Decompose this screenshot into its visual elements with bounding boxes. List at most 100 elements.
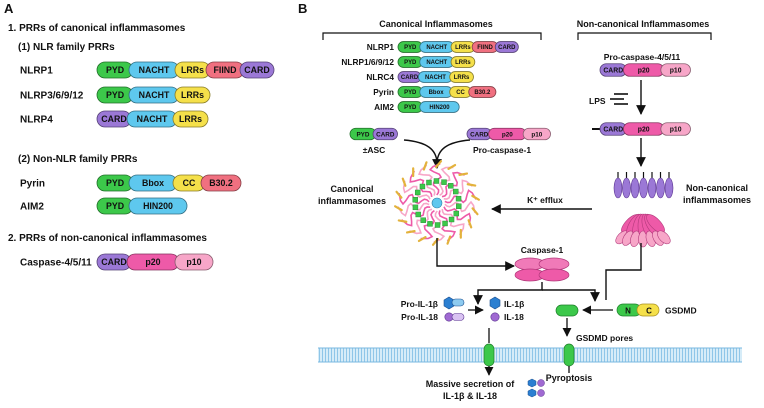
oligomer-subunit [630, 172, 640, 199]
panel-a-domain-lrrs: LRRs [172, 110, 209, 128]
oligomer-subunit [639, 172, 648, 199]
oligomer-subunit [656, 172, 665, 199]
pro-il-18-icon [444, 312, 465, 322]
procasp1-domain-label: p20 [502, 131, 513, 138]
panel-a-domain-label: LRRs [181, 65, 204, 75]
mini-domain-nacht: NACHT [419, 56, 455, 68]
pyroptosis-label: Pyroptosis [546, 373, 593, 383]
casp4-domain-card: CARD [599, 63, 627, 77]
panel-a-domain-p10: p10 [174, 253, 214, 271]
gsdmd-pore-left [483, 343, 495, 367]
mini-domain-fiind: FIIND [471, 41, 499, 53]
panel-a-domain-label: Bbox [142, 178, 164, 188]
mini-domain-label: PYD [404, 45, 417, 51]
casp4-domain-p20: p20 [623, 63, 665, 77]
panel-b: B Canonical Inflammasomes Non-canonical … [298, 1, 751, 401]
pro-il-1b-label: Pro-IL-1β [401, 299, 438, 309]
wheel-spoke [444, 200, 479, 216]
pro-il-18-label: Pro-IL-18 [401, 312, 438, 322]
pro-caspase-1-label: Pro-caspase-1 [473, 145, 531, 155]
mini-domain-pyd: PYD [397, 41, 423, 53]
casp4-domain-p10: p10 [660, 63, 691, 77]
panel-a-domain-label: B30.2 [209, 178, 233, 188]
mini-domain-label: CC [456, 90, 465, 96]
canonical-inflammasome-wheel [394, 160, 480, 246]
panel-a-domain-card: CARD [239, 61, 275, 79]
casp4-domain-label: p10 [670, 67, 682, 74]
mini-domain-label: LRRs [455, 60, 471, 66]
wheel-spoke [397, 206, 431, 227]
panel-a-domain-card: CARD [96, 253, 132, 271]
panel-b-letter: B [298, 1, 307, 16]
panel-a-domain-fiind: FIIND [205, 61, 245, 79]
panel-a-domain-label: NACHT [139, 90, 170, 100]
mini-domain-cc: CC [449, 86, 472, 98]
oligomer-p10-lobe [657, 230, 671, 245]
procasp1-domain-label: p10 [531, 131, 542, 138]
mini-domain-label: Bbox [429, 90, 445, 96]
panel-a-domain-label: PYD [106, 201, 124, 211]
mini-domain-lrrs: LRRs [450, 41, 476, 53]
panel-a-section1-title: 1. PRRs of canonical inflammasomes [8, 23, 186, 34]
mini-domain-label: LRRs [454, 75, 470, 81]
canonical-sensor-label: NLRP1 [367, 42, 395, 52]
wheel-spoke [441, 171, 469, 198]
canonical-bracket [322, 32, 542, 40]
gsdmd-c-label: C [646, 307, 652, 316]
gsdmd-pore-right [563, 343, 575, 367]
mini-domain-lrrs: LRRs [449, 71, 474, 83]
canonical-sensor-label: AIM2 [374, 102, 394, 112]
noncanonical-complex-label-2: inflammasomes [683, 195, 751, 205]
secretion-label-1: Massive secretion of [426, 379, 516, 389]
mini-domain-label: LRRs [455, 45, 471, 51]
merge-arrow-left [403, 139, 438, 163]
panel-a-domain-label: CARD [101, 114, 126, 124]
il-1b-label: IL-1β [504, 299, 524, 309]
pro-il-1b-icon [443, 296, 465, 310]
panel-a-domain-nacht: NACHT [128, 86, 180, 104]
il-18-label: IL-18 [504, 312, 524, 322]
mini-domain-label: NACHT [426, 45, 447, 51]
mini-domain-label: NACHT [426, 60, 447, 66]
panel-a-domain-bbox: Bbox [128, 174, 178, 192]
canonical-complex-label-2: inflammasomes [318, 196, 386, 206]
panel-a-domain-p20: p20 [126, 253, 180, 271]
mini-domain-label: CARD [401, 75, 419, 81]
casp4-bound-domain-p20: p20 [623, 122, 665, 136]
panel-a-domain-pyd: PYD [96, 86, 134, 104]
asc-domain-card: CARD [372, 127, 398, 141]
panel-a-domain-label: FIIND [214, 65, 237, 75]
k-efflux-label: K⁺ efflux [527, 195, 563, 205]
panel-a-domain-b302: B30.2 [200, 174, 242, 192]
panel-a-domain-label: PYD [106, 90, 124, 100]
casp4-bound-domain-label: CARD [603, 126, 623, 133]
noncanonical-bracket [577, 32, 712, 40]
mini-domain-bbox: Bbox [419, 86, 453, 98]
mini-domain-label: HIN200 [429, 105, 450, 111]
casp4-domain-label: p20 [638, 67, 650, 74]
wheel-spoke [417, 209, 436, 243]
panel-a-domain-label: HIN200 [143, 201, 173, 211]
caspase-1-tetramer [514, 257, 570, 282]
procasp1-domain-p20: p20 [488, 127, 527, 141]
secretion-label-2: IL-1β & IL-18 [443, 391, 497, 401]
casp4-bound-domain-label: p10 [670, 126, 682, 133]
mini-domain-label: NACHT [425, 75, 446, 81]
caspase1-to-gsdmd-arrow [542, 289, 600, 302]
nlr-family-heading: (1) NLR family PRRs [18, 42, 115, 53]
wheel-spoke [444, 189, 480, 204]
panel-a-row-label: Pyrin [20, 179, 45, 190]
panel-a-domain-label: PYD [106, 178, 124, 188]
panel-a-domain-label: CARD [101, 257, 126, 267]
panel-a-domain-pyd: PYD [96, 174, 134, 192]
